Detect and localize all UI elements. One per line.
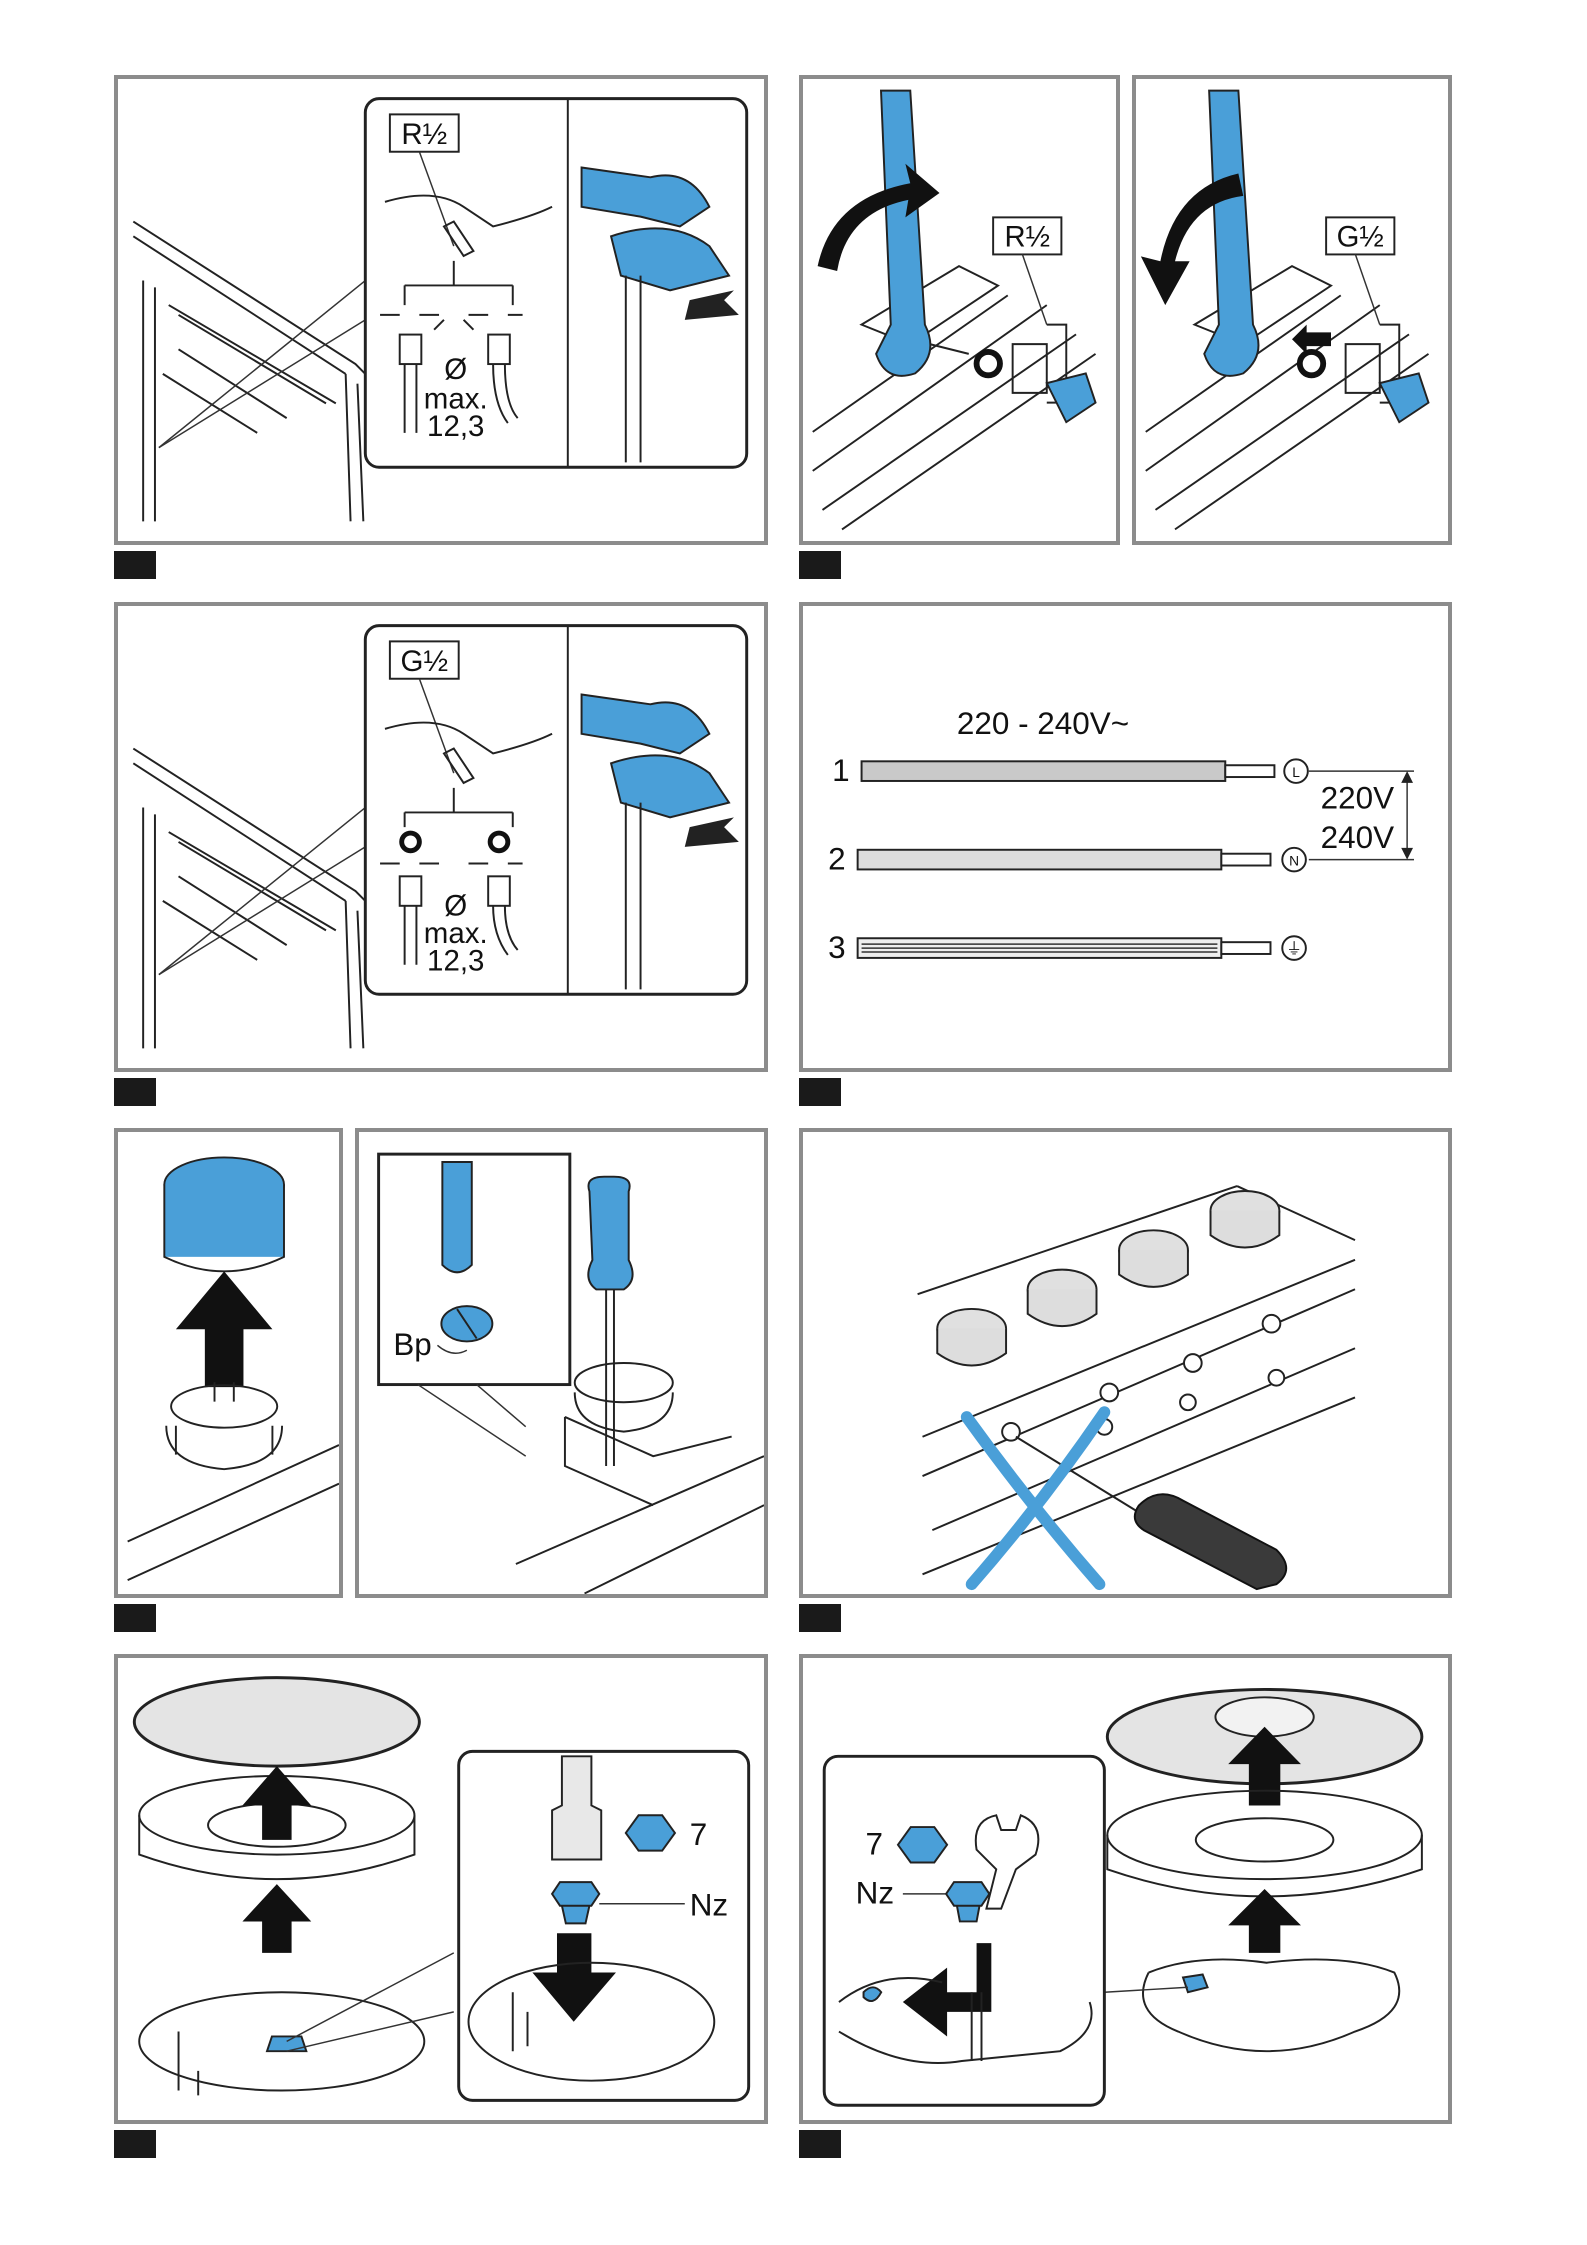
wire-3-number: 3 bbox=[828, 930, 845, 965]
wire-2-number: 2 bbox=[828, 841, 845, 876]
figure-7-panel: 7 Nz bbox=[114, 1654, 768, 2124]
knob-spindle-base bbox=[166, 1426, 282, 1469]
wrench-size-label: 7 bbox=[690, 1817, 707, 1852]
screwdriver-icon bbox=[588, 1177, 632, 1290]
figure-2-right-illustration: G½ bbox=[1136, 79, 1448, 541]
seal-ring bbox=[1300, 352, 1323, 375]
pointer-lines bbox=[159, 281, 365, 448]
thread-label-right: G½ bbox=[1337, 222, 1384, 254]
figure-8-illustration: 7 Nz bbox=[803, 1658, 1448, 2120]
figure-1-illustration: R½ Ø max. 12,3 bbox=[118, 79, 764, 541]
figure-3-illustration: G½ Ø max. 12,3 bbox=[118, 606, 764, 1068]
figure-5-left-illustration bbox=[118, 1132, 339, 1594]
up-arrow-icon-lower bbox=[1228, 1889, 1301, 1953]
figure-2-panel-right: G½ bbox=[1132, 75, 1452, 545]
voltage-240: 240V bbox=[1321, 820, 1394, 855]
figure-6-panel bbox=[799, 1128, 1452, 1598]
terminal-n-label: N bbox=[1289, 854, 1299, 869]
seal-ring bbox=[977, 352, 1000, 375]
terminal-l-label: L bbox=[1292, 765, 1300, 780]
screwdriver-handle bbox=[1135, 1494, 1286, 1589]
nozzle-label: Nz bbox=[690, 1888, 728, 1923]
up-arrow-icon-lower bbox=[242, 1884, 311, 1953]
diameter-symbol: Ø bbox=[444, 353, 467, 386]
washer-left bbox=[402, 833, 420, 851]
figure-5-number-marker bbox=[114, 1604, 156, 1632]
figure-1-panel: R½ Ø max. 12,3 bbox=[114, 75, 768, 545]
wrench-icon bbox=[1204, 91, 1258, 376]
figure-2-left-illustration: R½ bbox=[803, 79, 1116, 541]
voltage-220: 220V bbox=[1321, 780, 1394, 815]
figure-7-number-marker bbox=[114, 2130, 156, 2158]
max-value: 12,3 bbox=[427, 410, 484, 443]
wire-1-conductor bbox=[1225, 765, 1274, 777]
figure-8-panel: 7 Nz bbox=[799, 1654, 1452, 2124]
terminal-ground-label: ⏚ bbox=[1286, 940, 1302, 958]
control-knob bbox=[164, 1184, 284, 1256]
nozzle-label: Nz bbox=[856, 1876, 894, 1911]
figure-3-panel: G½ Ø max. 12,3 bbox=[114, 602, 768, 1072]
figure-7-illustration: 7 Nz bbox=[118, 1658, 764, 2120]
figure-8-number-marker bbox=[799, 2130, 841, 2158]
prohibited-cross-icon bbox=[967, 1412, 1105, 1584]
wire-1-insulation bbox=[862, 761, 1226, 781]
figure-2-panel-left: R½ bbox=[799, 75, 1120, 545]
figure-6-number-marker bbox=[799, 1604, 841, 1632]
figure-6-illustration bbox=[803, 1132, 1448, 1594]
figure-5-right-illustration: Bp bbox=[359, 1132, 764, 1594]
figure-3-number-marker bbox=[114, 1078, 156, 1106]
wire-1-number: 1 bbox=[832, 753, 849, 788]
hob-outline bbox=[133, 222, 365, 522]
burner-cap bbox=[134, 1678, 419, 1766]
thread-label: G½ bbox=[401, 645, 449, 678]
figure-5-panel-right: Bp bbox=[355, 1128, 768, 1598]
thread-label-left: R½ bbox=[1005, 222, 1051, 254]
wire-3-conductor bbox=[1221, 942, 1270, 954]
max-value: 12,3 bbox=[427, 945, 484, 978]
voltage-label: 220 - 240V~ bbox=[957, 706, 1129, 741]
inset-box bbox=[459, 1751, 749, 2100]
figure-1-number-marker bbox=[114, 551, 156, 579]
washer-right bbox=[490, 833, 508, 851]
up-arrow-icon bbox=[176, 1271, 273, 1387]
bypass-label: Bp bbox=[393, 1327, 431, 1362]
control-knobs bbox=[937, 1191, 1279, 1365]
wire-2-conductor bbox=[1221, 854, 1270, 866]
wrench-size-label: 7 bbox=[866, 1827, 883, 1862]
figure-5-panel-left bbox=[114, 1128, 343, 1598]
wire-2-insulation bbox=[858, 850, 1222, 870]
figure-4-panel: 220 - 240V~ 1 L 2 N 3 ⏚ 220V 240V bbox=[799, 602, 1452, 1072]
nozzle-blue bbox=[267, 2036, 306, 2051]
inset-box bbox=[824, 1756, 1104, 2105]
valve-screws bbox=[1002, 1315, 1284, 1441]
figure-4-illustration: 220 - 240V~ 1 L 2 N 3 ⏚ 220V 240V bbox=[803, 606, 1448, 1068]
screwdriver-blade bbox=[442, 1162, 471, 1272]
figure-2-number-marker bbox=[799, 551, 841, 579]
nozzle-blue-small bbox=[1183, 1975, 1208, 1993]
thread-label: R½ bbox=[401, 118, 447, 151]
figure-4-number-marker bbox=[799, 1078, 841, 1106]
